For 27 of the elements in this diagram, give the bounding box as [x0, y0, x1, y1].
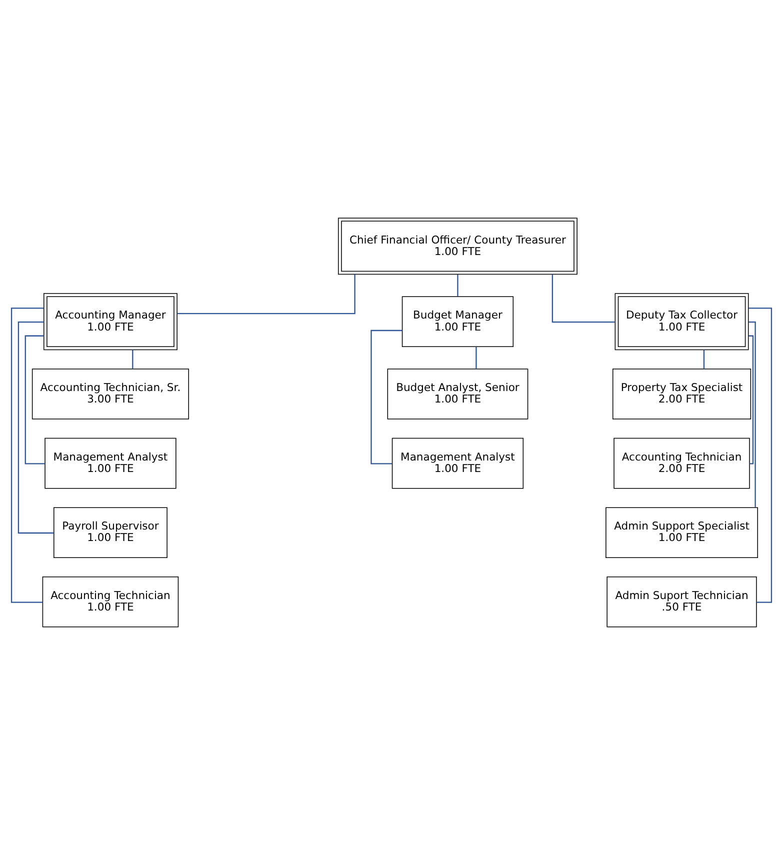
node-box: Admin Support Specialist 1.00 FTE — [606, 506, 758, 558]
node-box: Accounting Manager 1.00 FTE — [43, 292, 178, 350]
connector — [703, 349, 705, 368]
connector — [748, 334, 754, 464]
node-box: Chief Financial Officer/ County Treasurer 1.00 FTE — [338, 217, 578, 274]
connector — [748, 320, 756, 507]
connector — [24, 334, 45, 464]
node-box: Accounting Technician, Sr. 3.00 FTE — [32, 368, 189, 419]
node-box: Budget Manager 1.00 FTE — [402, 296, 514, 347]
node-box: Accounting Technician 1.00 FTE — [42, 576, 179, 627]
node-box: Management Analyst 1.00 FTE — [392, 437, 524, 488]
connector — [177, 274, 356, 314]
connector — [370, 329, 402, 464]
node-box: Payroll Supervisor 1.00 FTE — [54, 506, 168, 558]
connector — [457, 274, 458, 296]
node-box: Accounting Technician 2.00 FTE — [614, 437, 750, 488]
node-box: Deputy Tax Collector 1.00 FTE — [614, 292, 749, 350]
connector — [132, 349, 134, 368]
connector — [476, 346, 477, 368]
connector — [552, 274, 615, 322]
node-box: Admin Suport Technician .50 FTE — [606, 576, 757, 627]
node-box: Management Analyst 1.00 FTE — [44, 437, 176, 488]
node-box: Property Tax Specialist 2.00 FTE — [612, 368, 752, 419]
connector — [748, 307, 772, 602]
node-box: Budget Analyst, Senior 1.00 FTE — [387, 368, 528, 419]
connector — [18, 320, 54, 534]
connector — [10, 307, 44, 602]
